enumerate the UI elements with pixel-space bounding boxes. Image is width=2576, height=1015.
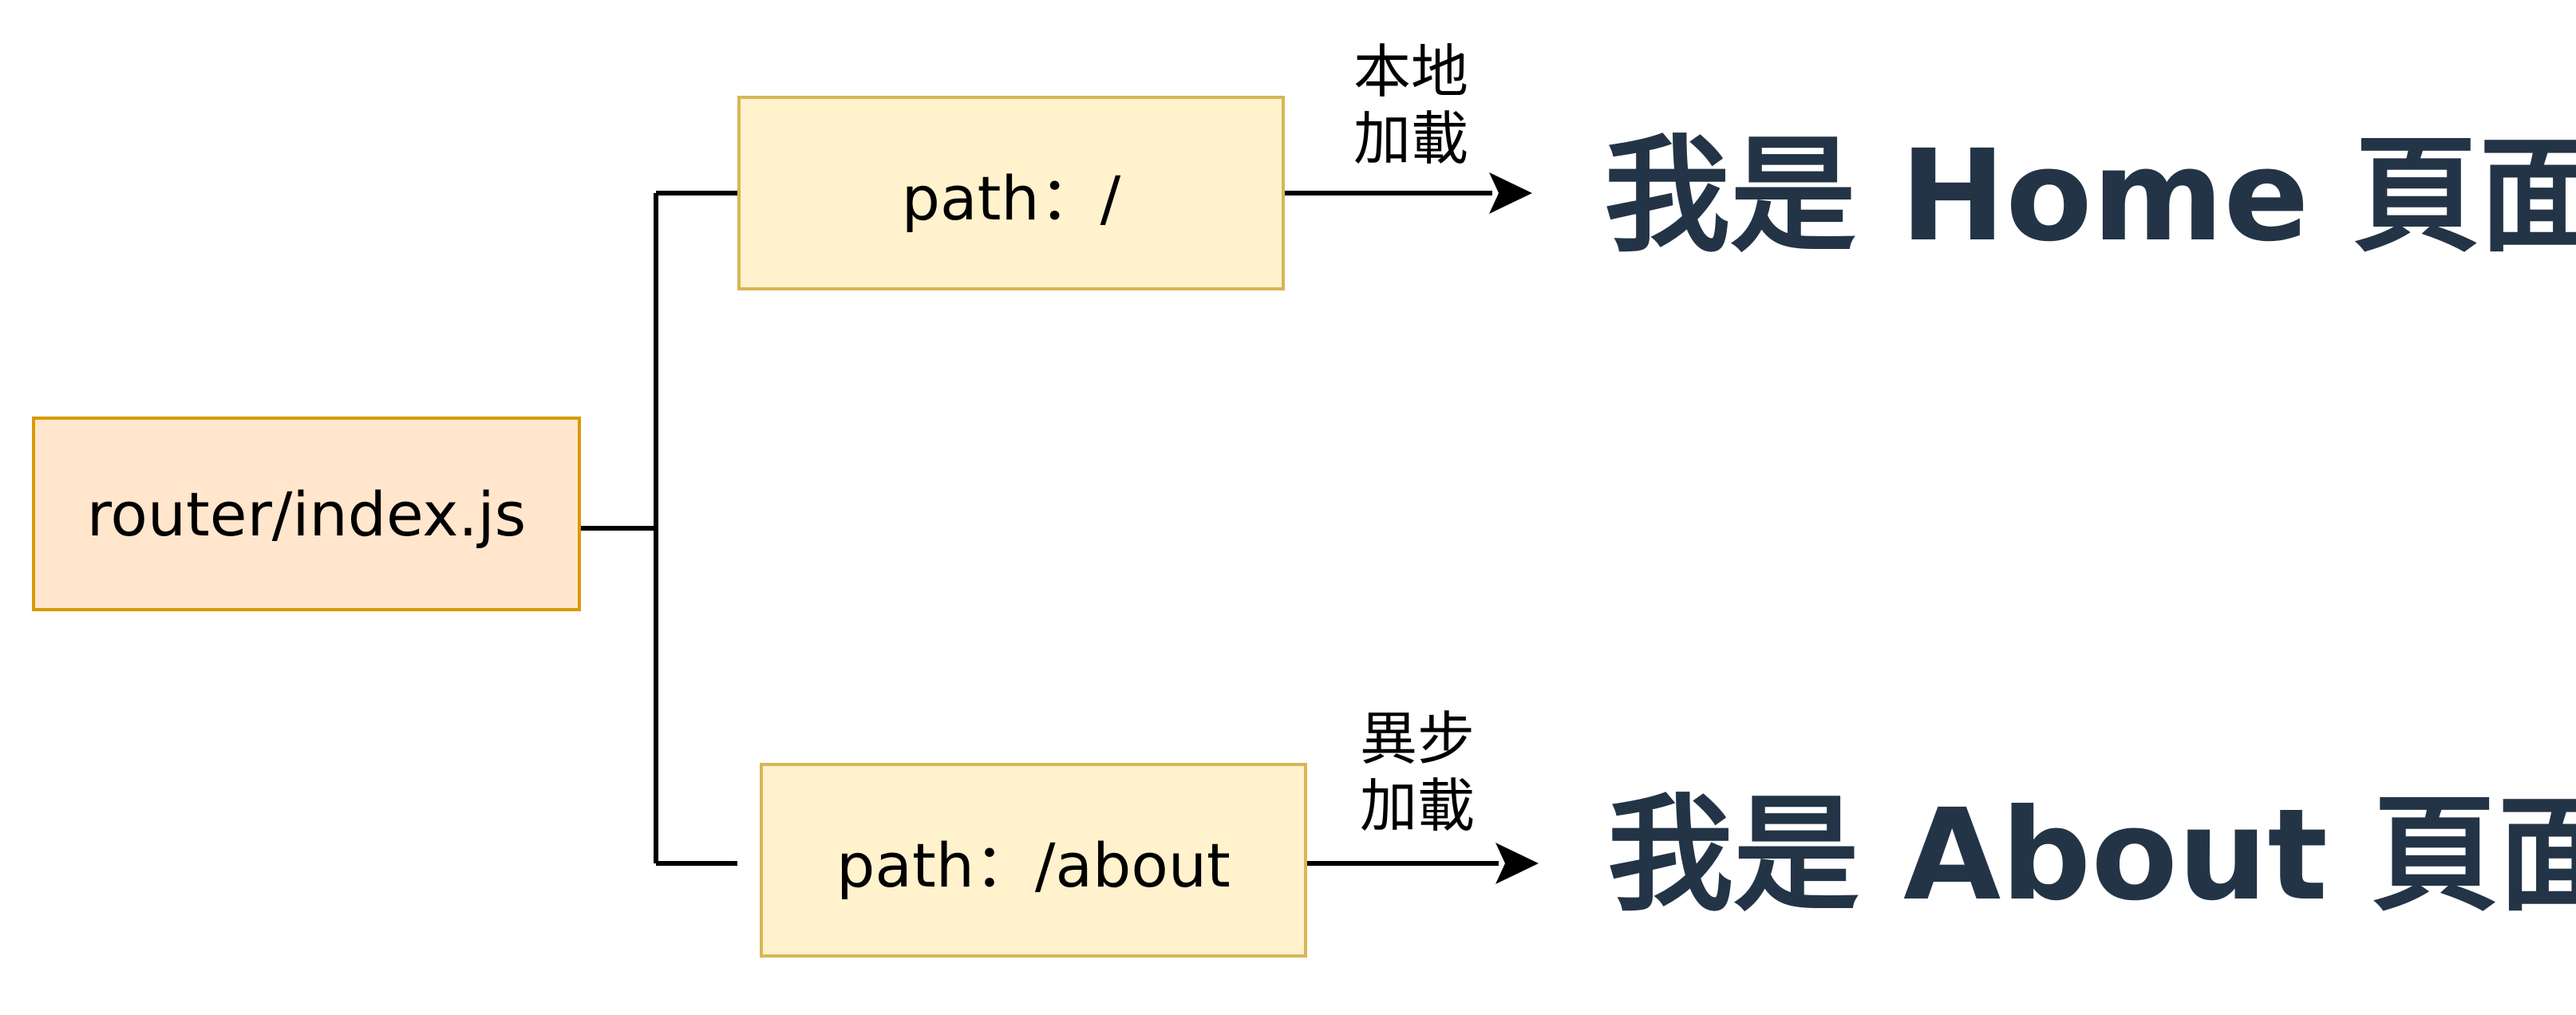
router-index-node: router/index.js	[32, 417, 581, 611]
async-load-line-1: 異步	[1359, 705, 1475, 772]
about-route-node: path：/about	[760, 763, 1307, 958]
home-route-node: path：/	[737, 96, 1285, 290]
local-load-label: 本地 加載	[1331, 38, 1491, 172]
edge-home-arrowhead	[1489, 172, 1532, 214]
local-load-line-2: 加載	[1353, 105, 1468, 172]
home-route-label: path：/	[901, 163, 1121, 234]
about-page-text: 我是 About 頁面	[1607, 782, 2576, 929]
home-page-text: 我是 Home 頁面	[1604, 123, 2576, 270]
edge-about-arrowhead	[1495, 843, 1539, 884]
async-load-label: 異步 加載	[1337, 705, 1497, 839]
async-load-line-2: 加載	[1359, 772, 1475, 839]
local-load-line-1: 本地	[1353, 38, 1468, 105]
router-index-label: router/index.js	[86, 478, 527, 550]
about-route-label: path：/about	[836, 830, 1231, 901]
